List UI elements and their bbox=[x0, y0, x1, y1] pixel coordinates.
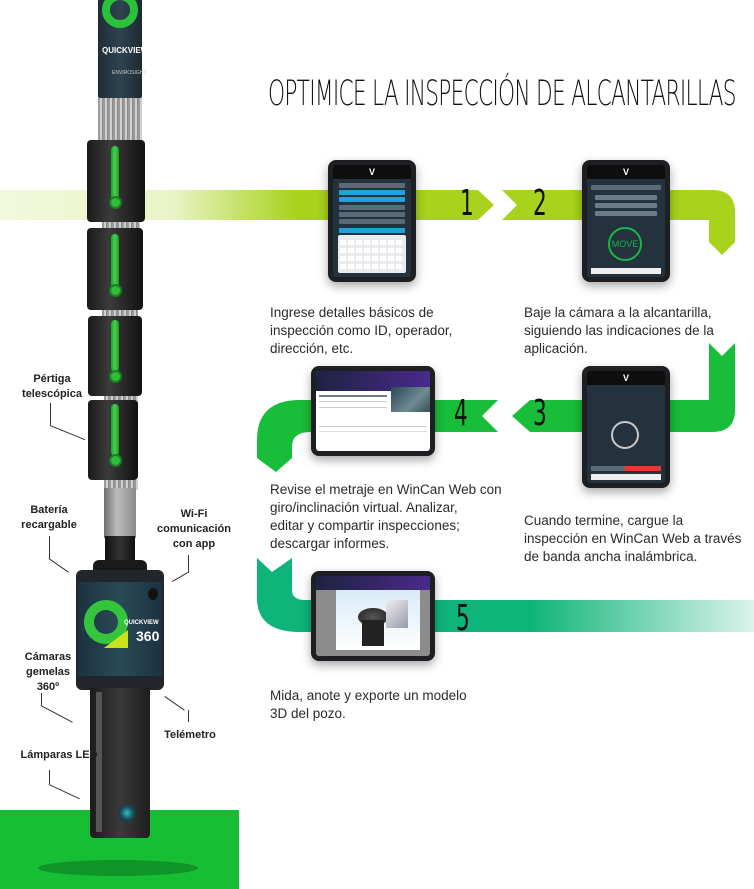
wifi-button bbox=[148, 588, 158, 600]
step-number-4: 4 bbox=[454, 393, 468, 434]
app-logo-icon: V bbox=[622, 373, 630, 383]
video-preview bbox=[391, 387, 430, 412]
callout-cameras: Cámaras gemelas 360º bbox=[24, 651, 72, 693]
camera-lens-icon bbox=[118, 804, 136, 822]
done-button[interactable] bbox=[591, 466, 627, 471]
step-number-5: 5 bbox=[456, 598, 470, 639]
tablet-step-5 bbox=[311, 571, 435, 661]
callout-leds: Lámparas LED bbox=[20, 749, 98, 761]
tablet-step-3: V bbox=[582, 366, 670, 488]
tablet-step-2: V MOVE bbox=[582, 160, 670, 282]
arrow-step-3 bbox=[512, 343, 735, 432]
tablet-step-4 bbox=[311, 366, 435, 456]
callout-battery: Batería recargable bbox=[21, 504, 77, 531]
step-number-2: 2 bbox=[533, 183, 547, 224]
inspection-form-screen: V bbox=[333, 165, 411, 277]
app-logo-icon: V bbox=[368, 167, 376, 177]
step-number-3: 3 bbox=[533, 393, 547, 434]
camera-control-screen: V MOVE bbox=[587, 165, 665, 277]
arrow-step-1 bbox=[0, 190, 494, 220]
step-3-description: Cuando termine, cargue la inspección en … bbox=[524, 513, 742, 564]
pole-label-sleeve: QUICKVIEW ENVIROSIGHT bbox=[98, 0, 148, 98]
step-number-1: 1 bbox=[460, 183, 474, 224]
wincan-web-screen bbox=[316, 371, 430, 451]
step-2-description: Baje la cámara a la alcantarilla, siguie… bbox=[524, 305, 714, 356]
keyboard bbox=[337, 234, 407, 273]
callout-pole: Pértiga telescópica bbox=[22, 373, 82, 400]
battery-section bbox=[104, 488, 136, 538]
callout-wifi: Wi-Fi comunicación con app bbox=[157, 508, 231, 550]
step-5-description: Mida, anote y exporte un modelo 3D del p… bbox=[270, 688, 467, 721]
q-logo-icon bbox=[102, 0, 138, 28]
stop-button[interactable] bbox=[625, 466, 661, 471]
app-logo-icon: V bbox=[622, 167, 630, 177]
page-title: OPTIMICE LA INSPECCIÓN DE ALCANTARILLAS bbox=[268, 74, 737, 114]
callout-rangefinder: Telémetro bbox=[164, 729, 216, 741]
3d-viewer-dialog bbox=[336, 590, 420, 650]
step-4-description: Revise el metraje en WinCan Web con giro… bbox=[270, 482, 502, 551]
step-1-description: Ingrese detalles básicos de inspección c… bbox=[270, 305, 453, 356]
camera-body bbox=[90, 688, 150, 838]
move-button[interactable]: MOVE bbox=[608, 227, 642, 261]
tablet-step-1: V bbox=[328, 160, 416, 282]
camera-head: QUICKVIEW 360 bbox=[76, 570, 164, 690]
upload-screen: V bbox=[587, 371, 665, 483]
progress-ring bbox=[611, 421, 639, 449]
3d-model-screen bbox=[316, 576, 430, 656]
arrow-step-2 bbox=[502, 190, 735, 255]
